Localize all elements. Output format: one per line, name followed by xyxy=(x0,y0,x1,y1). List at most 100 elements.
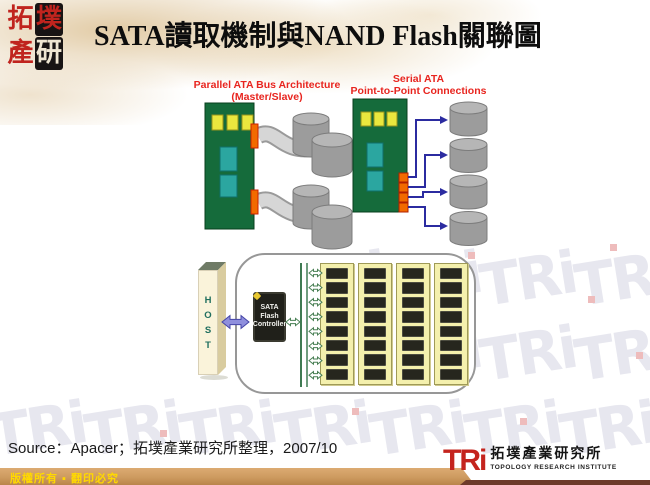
nand-flash-column xyxy=(320,263,354,385)
seal-char-br: 研 xyxy=(35,37,63,70)
pcb-component xyxy=(373,111,385,127)
host-letter: H xyxy=(204,294,212,306)
watermark-tile: TRi xyxy=(475,237,580,321)
pcb-ic xyxy=(366,170,384,192)
nand-chip xyxy=(364,368,386,380)
serial-ata-caption-line2: Point-to-Point Connections xyxy=(350,85,487,97)
nand-chip xyxy=(364,339,386,352)
host-letter: O xyxy=(204,309,212,321)
nand-chip xyxy=(326,268,348,280)
nand-chip xyxy=(326,311,348,323)
sata-port xyxy=(398,202,409,213)
footer-dark-strip xyxy=(460,480,650,485)
double-arrow xyxy=(308,370,323,380)
pcb-component xyxy=(386,111,398,127)
disk-drive-cylinder xyxy=(449,211,488,246)
master-slave-drives xyxy=(292,112,353,250)
nand-chip xyxy=(440,354,462,366)
institute-name-zh: 拓墣產業研究所 xyxy=(490,447,603,462)
disk-drive-cylinder xyxy=(311,132,353,178)
double-arrow xyxy=(221,314,250,330)
serial-ata-caption-line1: Serial ATA xyxy=(392,73,445,85)
double-arrow xyxy=(308,297,323,307)
watermark-dot xyxy=(610,244,617,251)
nand-chip xyxy=(364,296,386,309)
nand-chip xyxy=(402,325,424,337)
watermark-dot xyxy=(588,296,595,303)
pcb-ic xyxy=(219,174,238,198)
nand-chip xyxy=(326,282,348,294)
double-arrow xyxy=(285,317,301,327)
nand-chip xyxy=(364,282,386,294)
nand-chip xyxy=(440,368,462,380)
disk-drive-cylinder xyxy=(449,101,488,137)
nand-chip xyxy=(402,354,424,366)
controller-label-line2: Flash xyxy=(260,312,279,320)
seal-char-tr: 墣 xyxy=(35,3,63,36)
nand-chip xyxy=(326,296,348,309)
watermark-dot xyxy=(520,418,527,425)
watermark-dot xyxy=(352,408,359,415)
nand-chip xyxy=(440,268,462,280)
nand-chip xyxy=(440,339,462,352)
watermark-dot xyxy=(468,252,475,259)
topology-seal-logo: 拓 墣 產 研 xyxy=(7,3,63,70)
nand-chip xyxy=(326,325,348,337)
sata-port xyxy=(398,182,409,193)
sata-flash-controller-chip: SATA Flash Controller xyxy=(253,292,286,342)
parallel-ata-diagram xyxy=(204,102,353,250)
source-note: Source：Apacer；拓墣產業研究所整理，2007/10 xyxy=(8,440,338,457)
nand-chip xyxy=(402,368,424,380)
nand-flash-column xyxy=(358,263,392,385)
pcb-component xyxy=(211,114,224,131)
disk-drive-cylinder xyxy=(449,174,488,210)
sata-links xyxy=(408,119,440,227)
nand-chip xyxy=(364,325,386,337)
watermark-dot xyxy=(160,430,167,437)
double-arrow xyxy=(308,282,323,293)
watermark-tile: TRi xyxy=(475,312,580,396)
seal-char-tl: 拓 xyxy=(7,4,34,33)
nand-chip xyxy=(402,268,424,280)
double-arrow xyxy=(308,268,323,278)
tri-acronym: TRi xyxy=(443,444,487,477)
ide-connector xyxy=(250,189,259,215)
serial-ata-caption: Serial ATA Point-to-Point Connections xyxy=(346,73,491,97)
nand-chip xyxy=(440,296,462,309)
nand-chip xyxy=(402,339,424,352)
nand-chip xyxy=(326,354,348,366)
nand-chip xyxy=(440,325,462,337)
double-arrow xyxy=(308,326,323,337)
sata-link-arrowheads xyxy=(440,116,448,230)
pcb-ic xyxy=(366,142,384,168)
page-title: SATA讀取機制與NAND Flash關聯圖 xyxy=(94,21,542,52)
institute-name-en: TOPOLOGY RESEARCH INSTITUTE xyxy=(490,464,617,471)
double-arrow xyxy=(308,312,323,322)
map-texture-background xyxy=(0,0,650,125)
nand-chip xyxy=(364,268,386,280)
nand-chip xyxy=(364,311,386,323)
nand-flash-column xyxy=(396,263,430,385)
disk-drive-cylinder xyxy=(311,204,353,250)
pcb-component xyxy=(360,111,372,127)
host-shadow xyxy=(200,375,228,380)
nand-chip xyxy=(402,296,424,309)
host-letter: T xyxy=(205,339,211,351)
nand-chip xyxy=(402,311,424,323)
tri-footer-logo: TRi 拓墣產業研究所 TOPOLOGY RESEARCH INSTITUTE xyxy=(443,444,617,477)
ssd-bus-arrows xyxy=(221,263,323,387)
controller-label-line3: Controller xyxy=(252,321,287,329)
nand-chip xyxy=(326,368,348,380)
disk-drive-cylinder xyxy=(449,138,488,173)
parallel-ata-caption-line2: (Master/Slave) xyxy=(231,91,303,103)
pcb-ic xyxy=(219,146,238,172)
nand-chip xyxy=(326,339,348,352)
nand-chip xyxy=(364,354,386,366)
pcb-component xyxy=(241,114,254,131)
nand-chip xyxy=(402,282,424,294)
pcb-component xyxy=(226,114,239,131)
point-to-point-drives xyxy=(449,101,488,246)
controller-label-line1: SATA xyxy=(260,304,279,312)
